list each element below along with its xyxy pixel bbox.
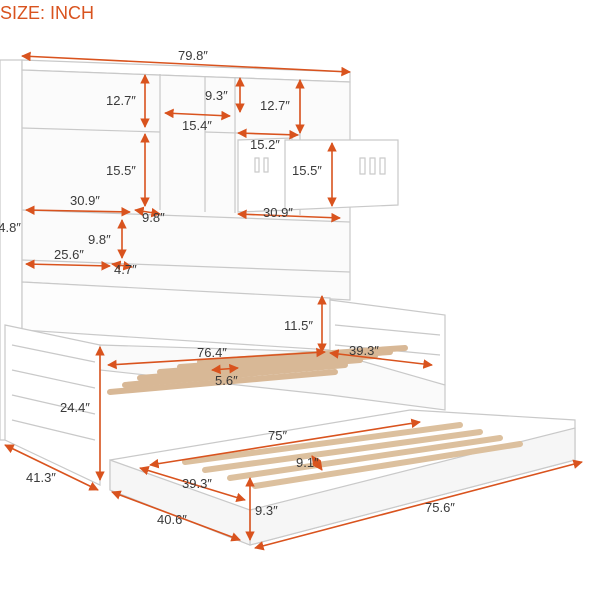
dim-lower-shelf-depth: 4.7″: [114, 262, 137, 277]
dim-shelf-depth: 9.8″: [142, 210, 165, 225]
dim-arm-h: 11.5″: [284, 318, 313, 333]
dim-shelf-w-left: 30.9″: [70, 193, 100, 208]
dim-trundle-depth: 40.6″: [157, 512, 187, 527]
dim-lower-shelf-w: 25.6″: [54, 247, 84, 262]
dim-slat-gap: 5.6″: [215, 373, 238, 388]
dim-height-total: 74.8″: [0, 220, 21, 235]
dim-shelf-w-mid: 15.4″: [182, 118, 212, 133]
diagram-title: SIZE: INCH: [0, 3, 95, 23]
dim-bed-length: 76.4″: [197, 345, 227, 360]
dim-trundle-length: 75.6″: [425, 500, 455, 515]
dim-trundle-width: 39.3″: [182, 476, 212, 491]
dimension-lines: [4, 51, 583, 551]
dim-shelf-h-mid-left: 15.5″: [106, 163, 136, 178]
dim-door-w: 15.2″: [250, 137, 280, 152]
dim-width-total: 79.8″: [178, 48, 208, 63]
dim-trundle-height: 9.3″: [255, 503, 278, 518]
dim-bed-height: 24.4″: [60, 400, 90, 415]
dim-trundle-slat-gap: 9.1″: [296, 455, 319, 470]
dim-shelf-w-right: 30.9″: [263, 205, 293, 220]
dim-shelf-h-top-right: 12.7″: [260, 98, 290, 113]
dim-bed-width: 39.3″: [349, 343, 379, 358]
dim-trundle-length-inner: 75″: [268, 428, 288, 443]
dim-lower-shelf-h: 9.8″: [88, 232, 111, 247]
dim-shelf-h-top-left: 12.7″: [106, 93, 136, 108]
dim-shelf-h-mid-right: 15.5″: [292, 163, 322, 178]
dim-bed-depth: 41.3″: [26, 470, 56, 485]
dim-shelf-h-top-mid: 9.3″: [205, 88, 228, 103]
